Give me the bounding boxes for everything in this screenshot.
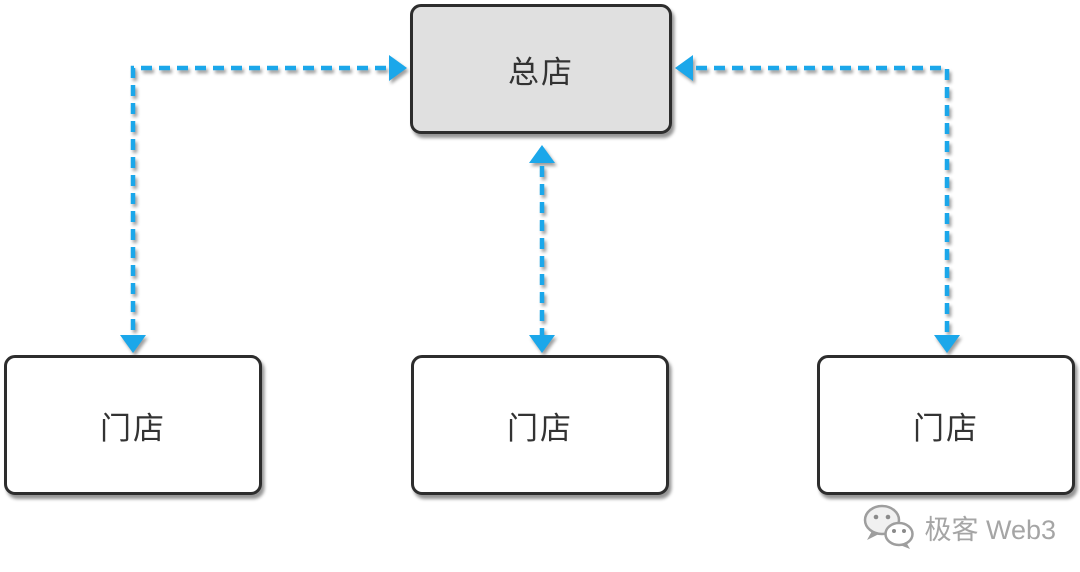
watermark-label: 极客 Web3 bbox=[924, 514, 1056, 545]
node-store-middle: 门店 bbox=[411, 355, 669, 495]
node-hq: 总店 bbox=[410, 4, 672, 134]
node-store-right: 门店 bbox=[817, 355, 1075, 495]
node-store-left: 门店 bbox=[4, 355, 262, 495]
node-store-middle-label: 门店 bbox=[507, 410, 573, 446]
connector-left-store-hq bbox=[120, 55, 407, 353]
wechat-icon bbox=[864, 504, 915, 549]
watermark: 极客 Web3 bbox=[863, 504, 1056, 550]
connector-right-store-hq bbox=[675, 55, 960, 353]
node-hq-label: 总店 bbox=[508, 54, 574, 90]
node-store-right-label: 门店 bbox=[913, 410, 979, 446]
node-store-left-label: 门店 bbox=[100, 410, 166, 446]
